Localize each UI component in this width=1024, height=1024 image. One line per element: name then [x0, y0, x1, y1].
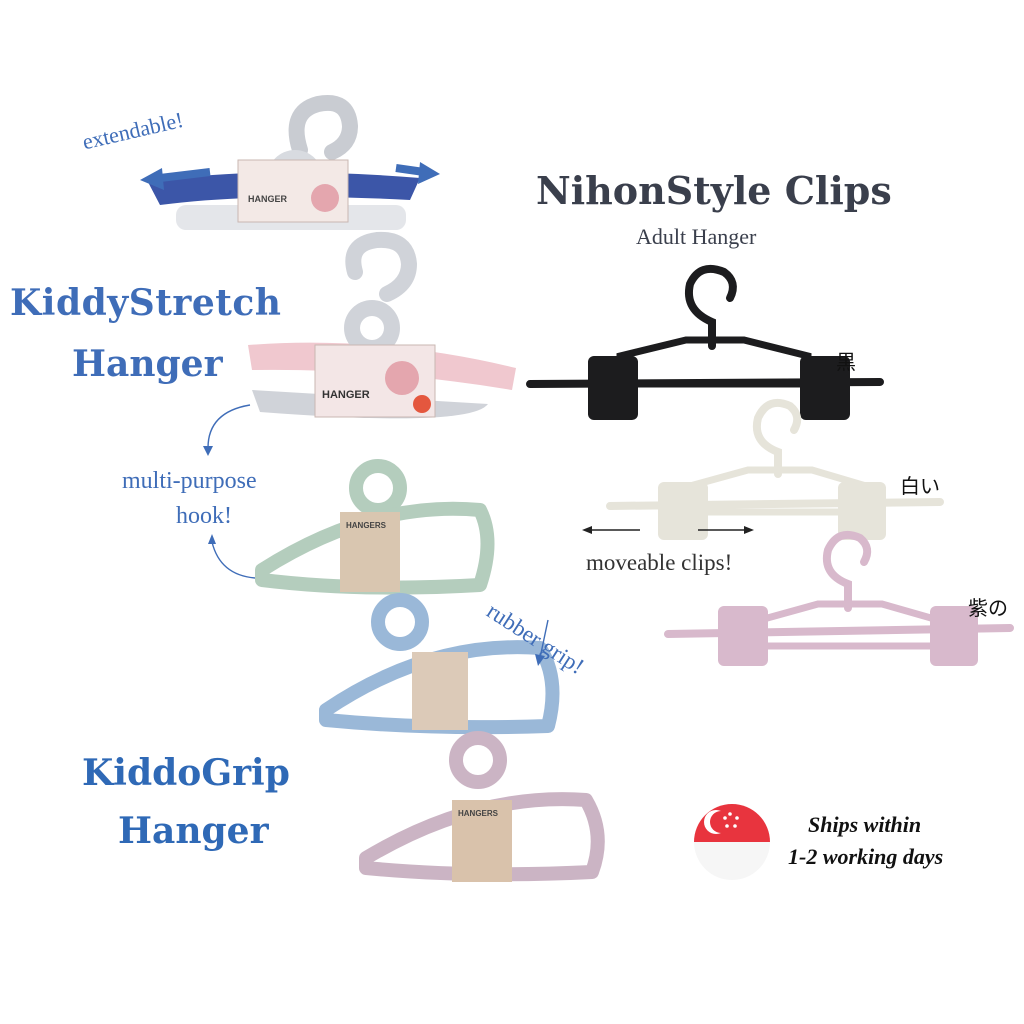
kiddogrip-hanger-green: HANGERS: [255, 459, 495, 595]
nihonstyle-subtitle: Adult Hanger: [636, 224, 757, 249]
hook-pointer-bottom-head: [208, 534, 216, 544]
hook-pointer-bottom: [211, 541, 256, 579]
grip-pointer-head: [535, 654, 545, 666]
kiddystretch-hanger-pink: HANGER: [248, 231, 516, 419]
hook-pointer-top: [207, 404, 251, 449]
kiddogrip-title-line2: Hanger: [118, 810, 269, 852]
kiddystretch-title-line2: Hanger: [72, 343, 223, 385]
color-label-black: 黒: [836, 350, 856, 374]
clip-hanger-purple: [664, 531, 1014, 666]
extendable-hanger-navy: HANGER: [148, 95, 420, 230]
color-label-white: 白い: [900, 474, 940, 498]
color-label-purple: 紫の: [968, 596, 1008, 620]
extend-arrows: [140, 162, 440, 190]
pack-label-mauve: HANGERS: [458, 809, 499, 818]
singapore-flag-icon: [694, 804, 770, 880]
kiddystretch-title-line1: KiddyStretch: [10, 282, 282, 324]
clip-hanger-white: [606, 399, 944, 540]
note-multipurpose-line1: multi-purpose: [122, 468, 257, 494]
shipping-line1: Ships within: [808, 812, 922, 837]
note-multipurpose-line2: hook!: [176, 503, 232, 529]
nihonstyle-title: NihonStyle Clips: [536, 168, 892, 213]
kiddogrip-hanger-mauve: HANGERS: [359, 731, 605, 882]
hook-pointer-top-head: [203, 446, 213, 456]
pack-label-main: HANGER: [322, 389, 370, 401]
grip-pointer: [539, 619, 549, 659]
shipping-line2: 1-2 working days: [788, 844, 944, 869]
kiddogrip-title-line1: KiddoGrip: [82, 752, 290, 794]
note-moveable-clips: moveable clips!: [586, 550, 733, 575]
clip-hanger-black: [526, 265, 884, 420]
moveable-arrows: [582, 526, 754, 534]
pack-label-top: HANGER: [248, 194, 288, 204]
kiddogrip-hanger-blue: [319, 593, 560, 735]
pack-label-green: HANGERS: [346, 521, 387, 530]
